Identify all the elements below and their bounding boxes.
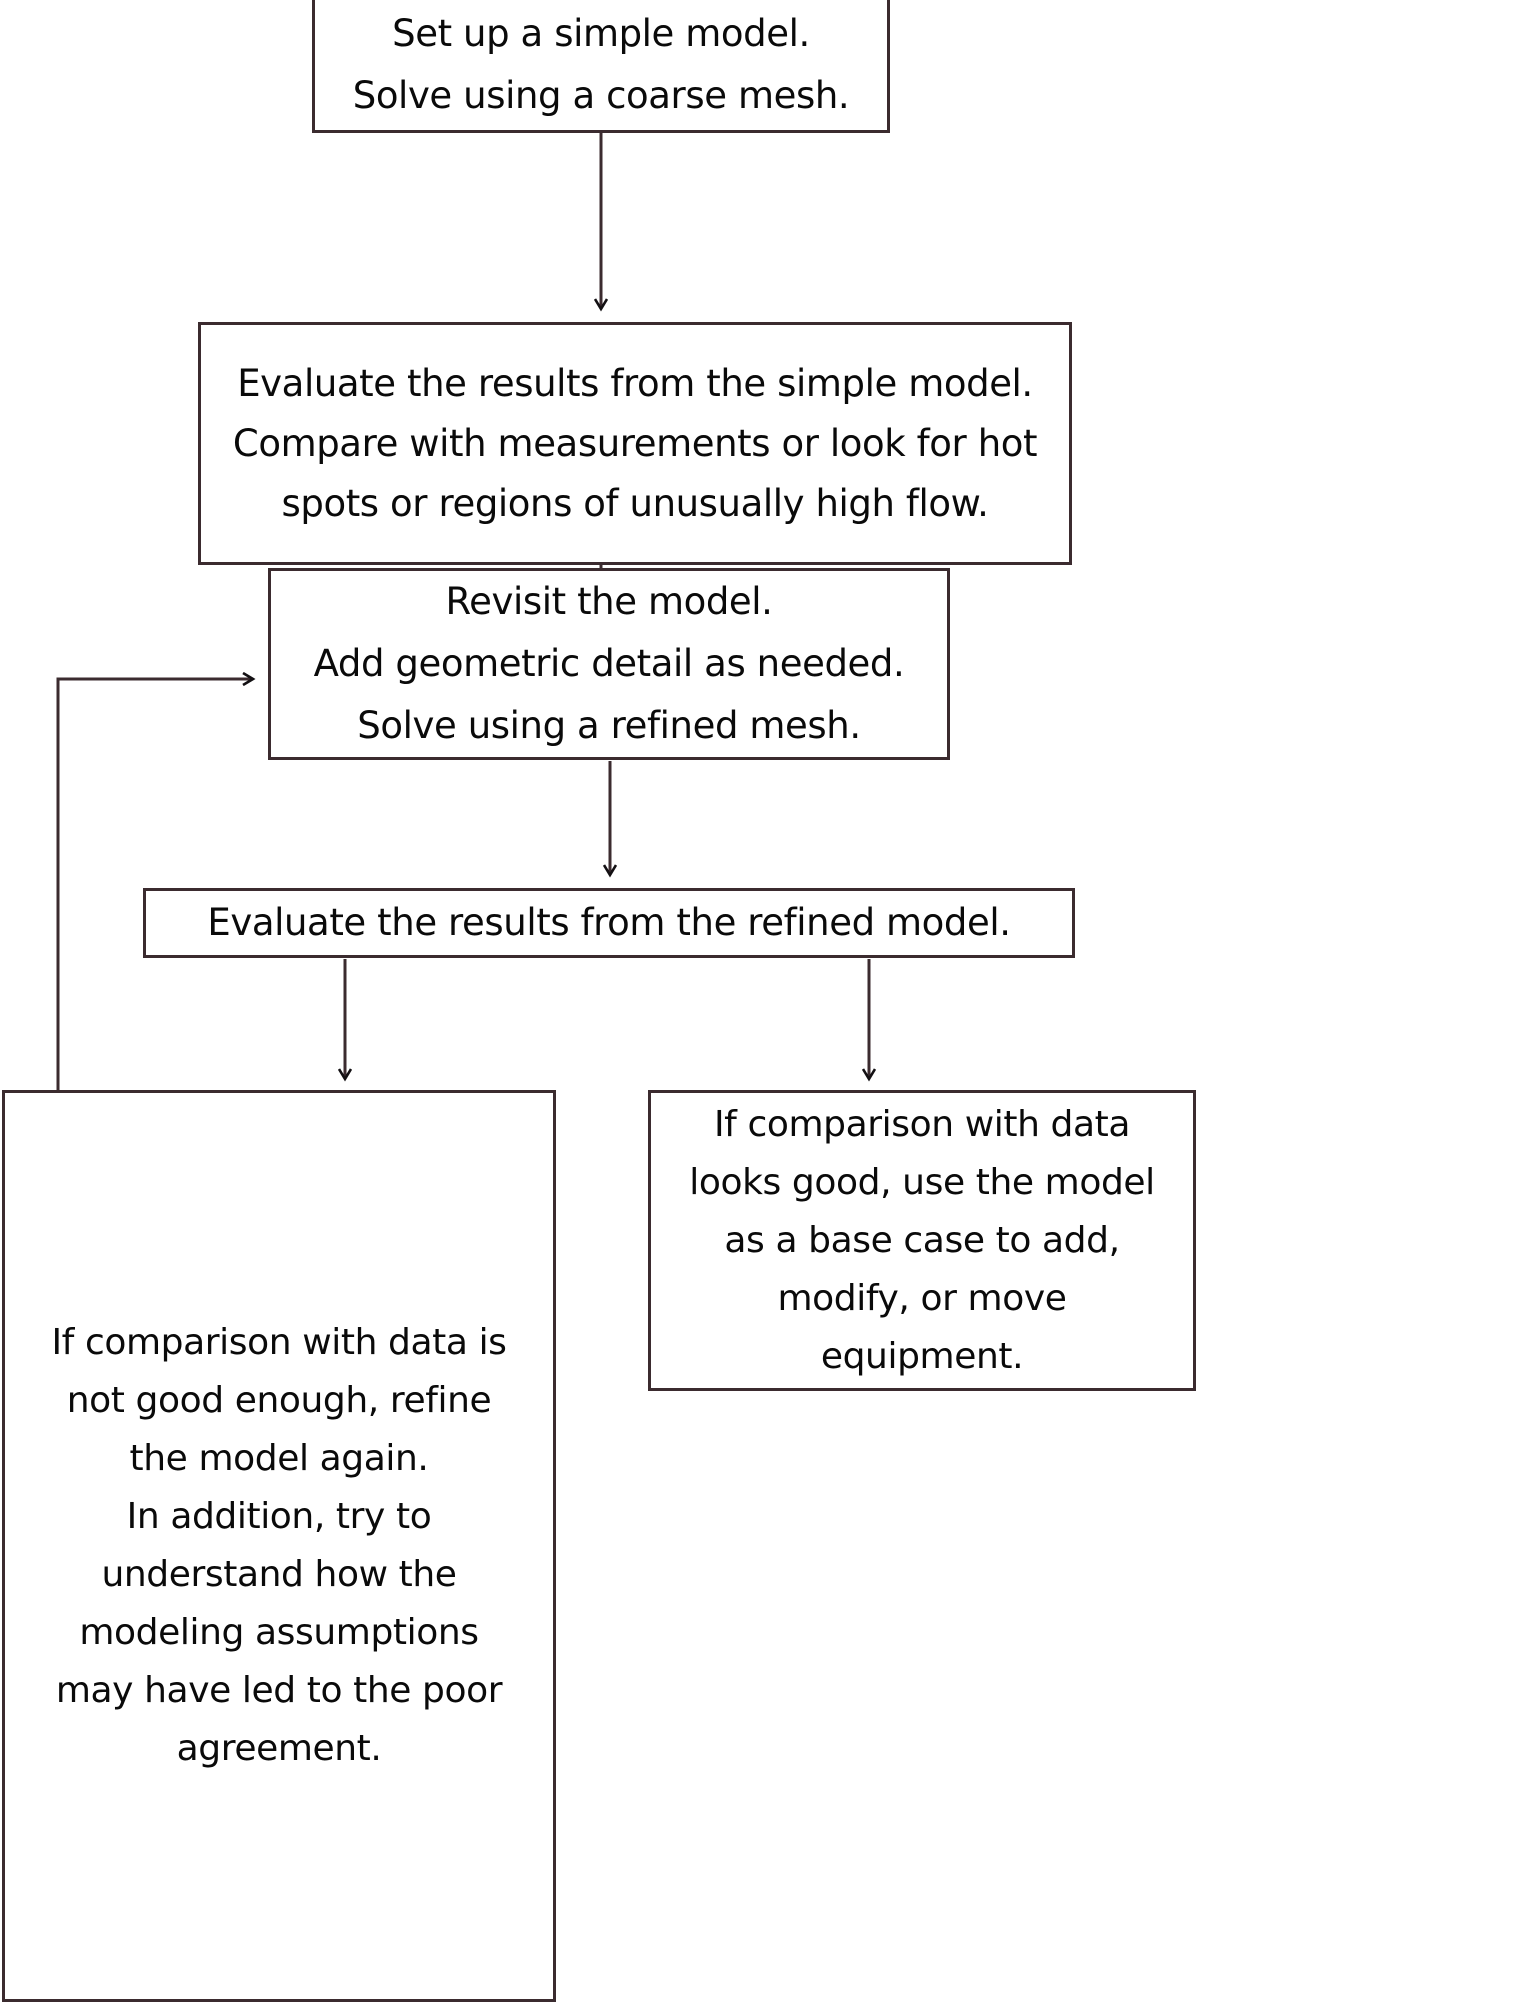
node-revisit-model-line-2: Add geometric detail as needed. xyxy=(313,642,905,685)
node-outcome-poor-line-8: agreement. xyxy=(176,1728,382,1769)
node-outcome-poor-line-2: not good enough, refine xyxy=(66,1380,492,1421)
node-revisit-model: Revisit the model. Add geometric detail … xyxy=(268,568,950,760)
node-evaluate-refined-line-1: Evaluate the results from the refined mo… xyxy=(207,901,1011,944)
node-outcome-poor-line-4: In addition, try to xyxy=(126,1496,432,1537)
node-revisit-model-line-1: Revisit the model. xyxy=(445,580,773,623)
node-evaluate-refined-model: Evaluate the results from the refined mo… xyxy=(143,888,1075,958)
node-evaluate-simple-line-2: Compare with measurements or look for ho… xyxy=(232,421,1038,465)
node-evaluate-simple-model: Evaluate the results from the simple mod… xyxy=(198,322,1072,565)
node-evaluate-simple-line-1: Evaluate the results from the simple mod… xyxy=(237,361,1033,405)
node-outcome-poor-agreement: If comparison with data is not good enou… xyxy=(2,1090,556,2002)
node-outcome-poor-line-3: the model again. xyxy=(129,1438,429,1479)
node-revisit-model-line-3: Solve using a refined mesh. xyxy=(357,704,861,747)
node-setup-model: Set up a simple model. Solve using a coa… xyxy=(312,0,890,133)
node-outcome-poor-line-7: may have led to the poor xyxy=(55,1670,503,1711)
node-outcome-good-agreement: If comparison with data looks good, use … xyxy=(648,1090,1196,1391)
node-outcome-poor-line-6: modeling assumptions xyxy=(79,1612,479,1653)
node-outcome-good-line-1: If comparison with data xyxy=(713,1103,1131,1145)
node-setup-model-line-1: Set up a simple model. xyxy=(392,11,810,55)
node-evaluate-simple-line-3: spots or regions of unusually high flow. xyxy=(281,481,989,525)
node-setup-model-line-2: Solve using a coarse mesh. xyxy=(352,73,850,117)
node-outcome-good-line-3: as a base case to add, xyxy=(724,1219,1120,1261)
node-outcome-poor-line-1: If comparison with data is xyxy=(51,1322,507,1363)
node-outcome-poor-line-5: understand how the xyxy=(101,1554,457,1595)
node-outcome-good-line-2: looks good, use the model xyxy=(689,1161,1155,1203)
node-outcome-good-line-4: modify, or move xyxy=(777,1277,1067,1319)
node-outcome-good-line-5: equipment. xyxy=(820,1335,1024,1377)
